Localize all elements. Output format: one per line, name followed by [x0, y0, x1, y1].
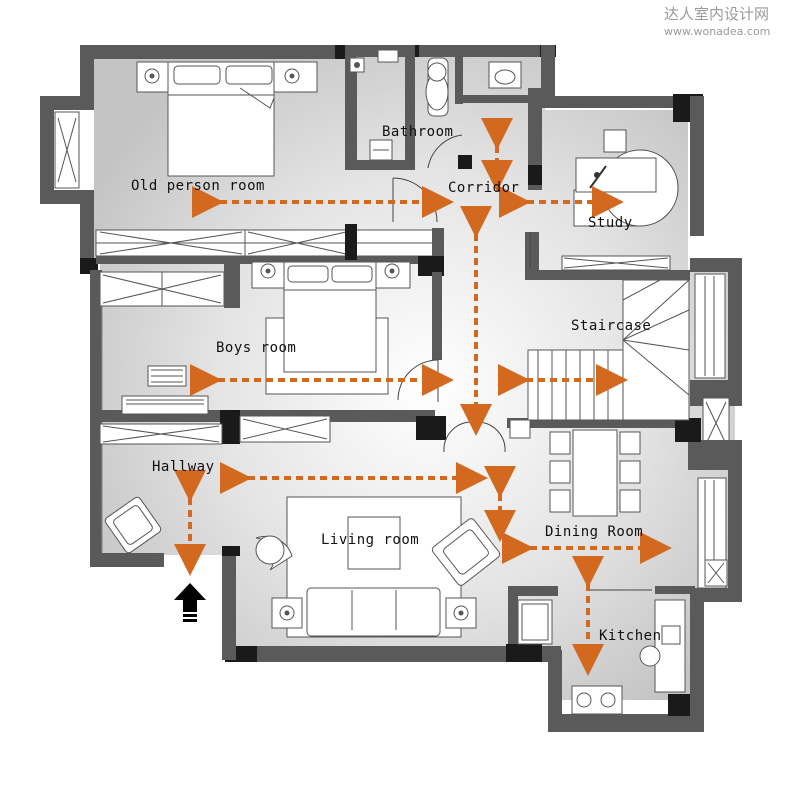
hallway-armchair: [104, 496, 162, 554]
dining-table: [549, 429, 641, 517]
label-old-person-room: Old person room: [131, 178, 265, 194]
living-room-set: [255, 496, 501, 638]
label-living-room: Living room: [321, 532, 419, 548]
label-corridor: Corridor: [448, 180, 519, 196]
furniture: [104, 49, 686, 715]
old-room-bed: [136, 61, 318, 177]
label-boys-room: Boys room: [216, 340, 296, 356]
label-bathroom: Bathroom: [382, 124, 453, 140]
bathroom-fixtures: [349, 49, 522, 169]
exterior-walls: [40, 45, 742, 732]
watermark-url: www.wonadea.com: [664, 25, 770, 38]
label-study: Study: [588, 215, 633, 231]
label-staircase: Staircase: [571, 318, 651, 334]
watermark-chinese: 达人室内设计网: [664, 5, 769, 23]
room-labels: Old person room Bathroom Corridor Study …: [131, 124, 662, 644]
circulation-arrows: [174, 118, 672, 676]
entrance-arrow-icon: [174, 583, 206, 622]
interior-walls: [95, 45, 701, 662]
label-dining-room: Dining Room: [545, 524, 643, 540]
label-hallway: Hallway: [152, 459, 215, 475]
boys-room-bed: [251, 261, 411, 395]
label-kitchen: Kitchen: [599, 628, 662, 644]
kitchen-fixtures: [517, 589, 686, 715]
